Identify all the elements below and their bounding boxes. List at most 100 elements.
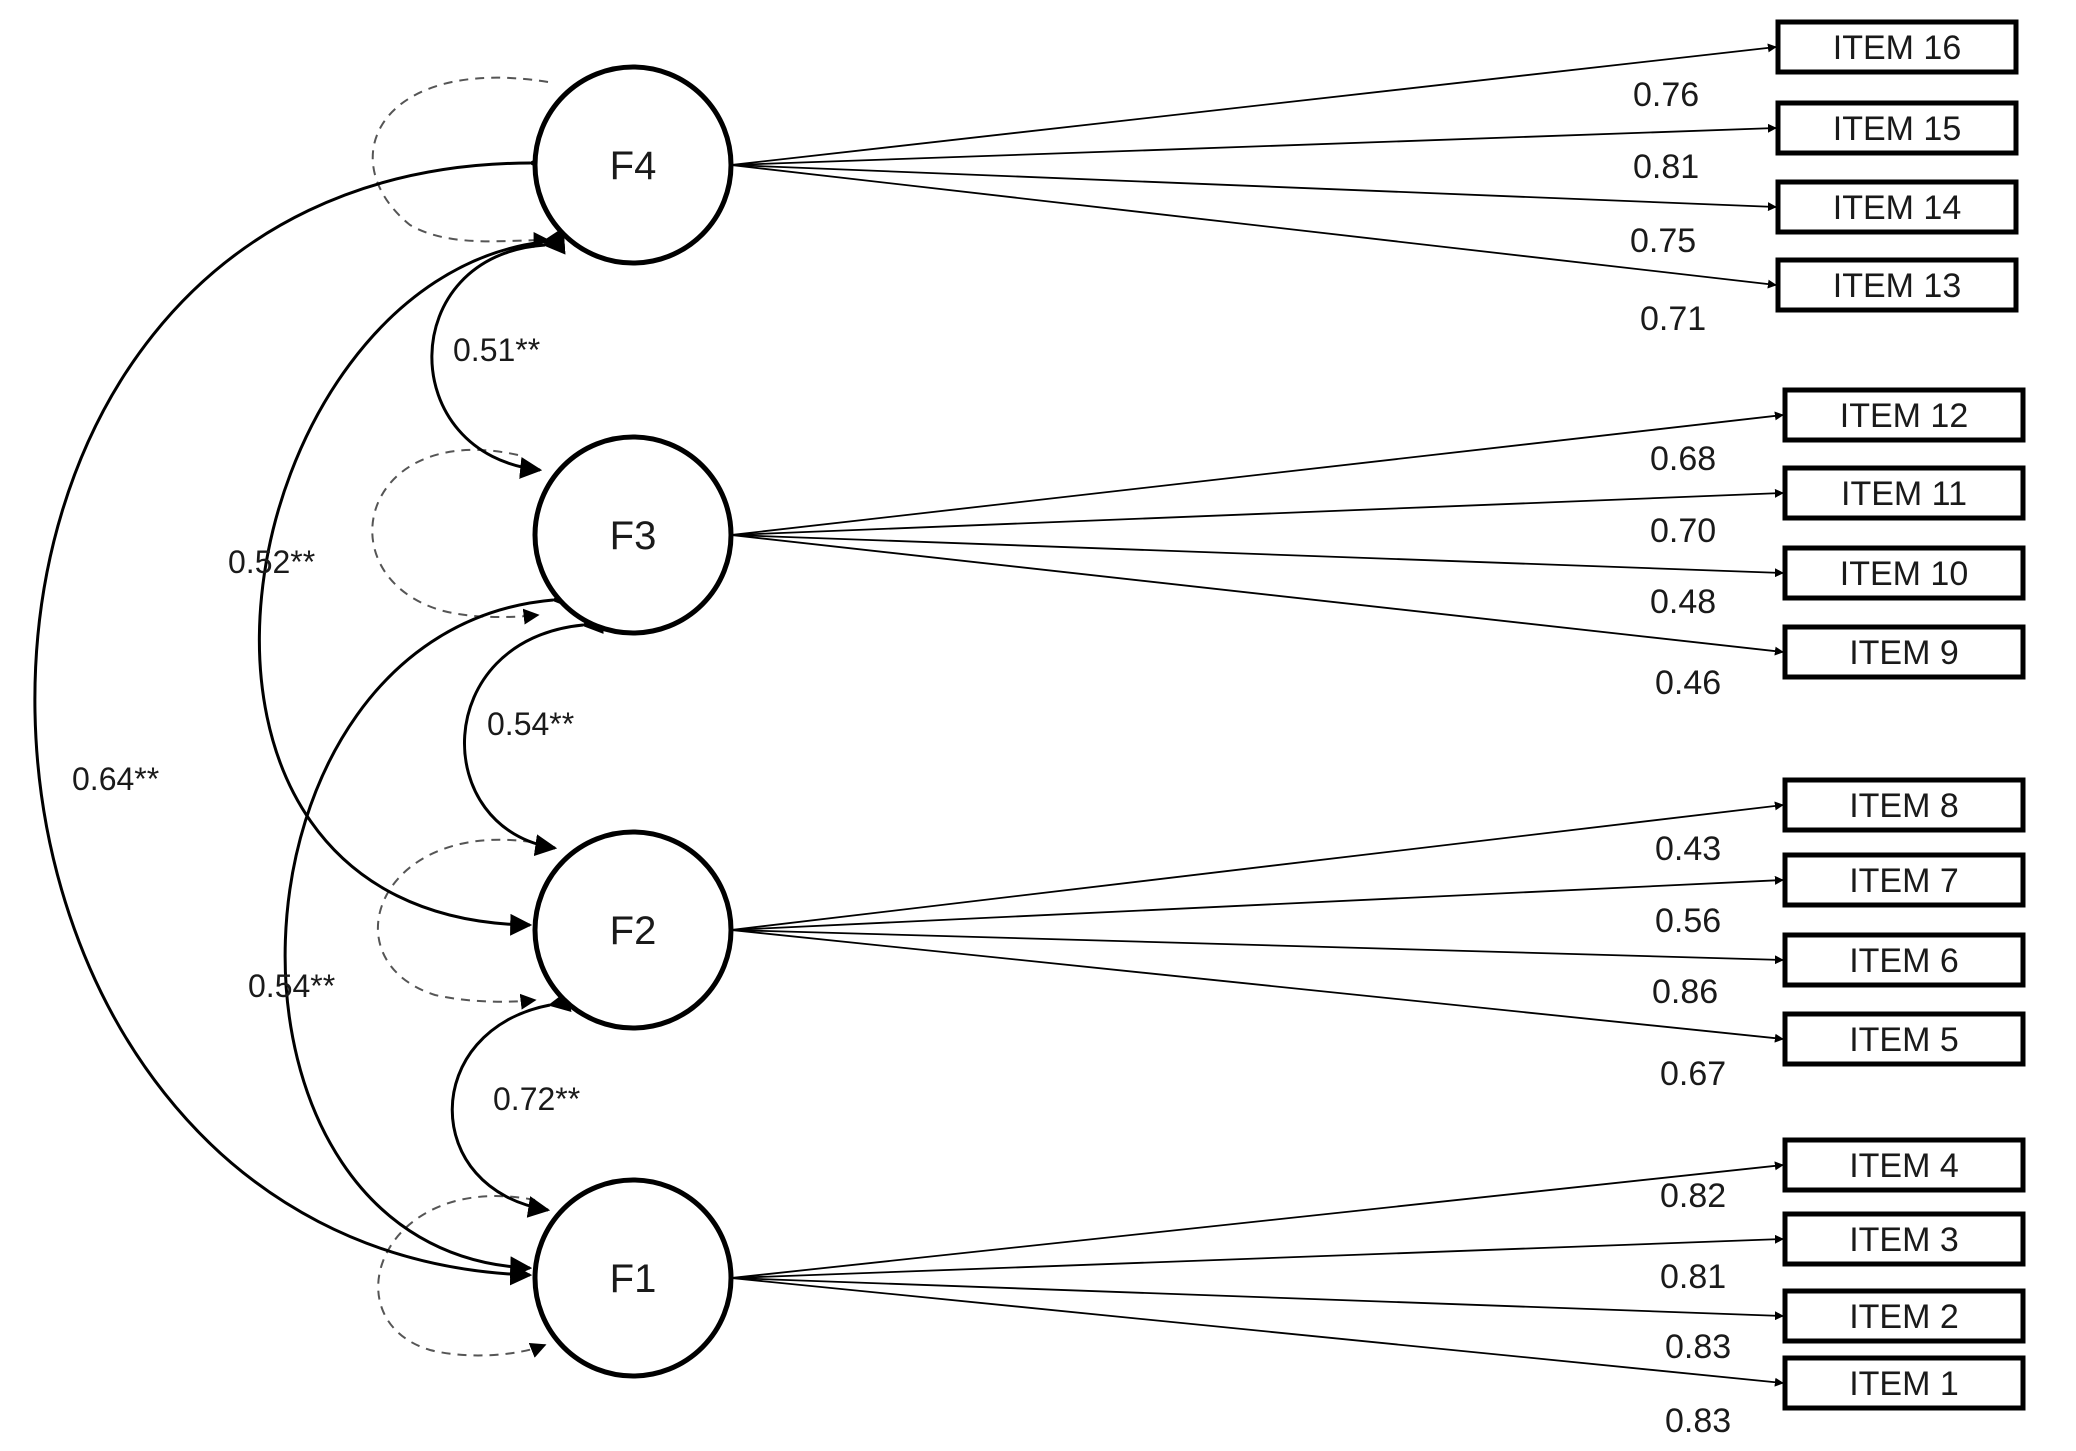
factor-label: F2 — [610, 909, 657, 953]
item-item-9: ITEM 9 — [1782, 624, 2026, 680]
corr-arc-f4-f3 — [430, 232, 566, 479]
item-item-2: ITEM 2 — [1782, 1288, 2026, 1344]
factor-f1: F1 — [532, 1177, 734, 1379]
loading-arrow-item-10 — [730, 534, 1784, 578]
loading-label-item-5: 0.67 — [1660, 1055, 1726, 1093]
item-box — [1782, 1288, 2026, 1344]
item-label: ITEM 5 — [1849, 1021, 1959, 1059]
item-box — [1782, 1211, 2026, 1267]
loading-label-item-14: 0.75 — [1630, 222, 1696, 260]
item-item-7: ITEM 7 — [1782, 852, 2026, 908]
loading-arrow-item-3 — [730, 1234, 1784, 1279]
corr-label-f4-f3: 0.51** — [453, 332, 540, 368]
loading-label-item-1: 0.83 — [1665, 1402, 1731, 1440]
loading-arrow-item-14 — [730, 164, 1777, 212]
factor-label: F1 — [610, 1257, 657, 1301]
item-box — [1775, 179, 2019, 235]
loading-label-item-12: 0.68 — [1650, 440, 1716, 478]
factor-f2: F2 — [532, 829, 734, 1031]
item-box — [1782, 1355, 2026, 1411]
loading-label-item-8: 0.43 — [1655, 830, 1721, 868]
loading-arrow-item-6 — [730, 929, 1784, 965]
item-box — [1782, 387, 2026, 443]
item-label: ITEM 10 — [1840, 555, 1968, 593]
loading-label-item-4: 0.82 — [1660, 1177, 1726, 1215]
corr-arc-f4-f2 — [257, 228, 564, 936]
corr-label-f3-f1: 0.54** — [248, 968, 335, 1004]
loading-arrow-item-12 — [730, 411, 1784, 536]
item-box — [1782, 624, 2026, 680]
corr-label-f4-f2: 0.52** — [228, 544, 315, 580]
item-item-10: ITEM 10 — [1782, 545, 2026, 601]
factor-label: F4 — [610, 144, 657, 188]
item-item-14: ITEM 14 — [1775, 179, 2019, 235]
corr-arc-f3-f1 — [283, 587, 574, 1279]
residual-loops — [371, 76, 550, 1358]
item-item-1: ITEM 1 — [1782, 1355, 2026, 1411]
factor-label: F3 — [610, 514, 657, 558]
loading-arrow-item-7 — [730, 875, 1784, 931]
item-label: ITEM 11 — [1841, 475, 1967, 513]
item-label: ITEM 7 — [1849, 862, 1959, 900]
correlation-arcs — [33, 151, 604, 1286]
item-label: ITEM 16 — [1833, 29, 1961, 67]
loading-arrow-item-2 — [730, 1277, 1784, 1321]
item-box — [1782, 932, 2026, 988]
factor-loading-arrows — [730, 43, 1784, 1387]
loading-label-item-9: 0.46 — [1655, 664, 1721, 702]
item-box — [1782, 1137, 2026, 1193]
loading-label-item-2: 0.83 — [1665, 1328, 1731, 1366]
factor-circle — [532, 434, 734, 636]
factor-f4: F4 — [532, 64, 734, 266]
corr-label-f3-f2: 0.54** — [487, 706, 574, 742]
item-item-6: ITEM 6 — [1782, 932, 2026, 988]
corr-arc-f3-f2 — [463, 612, 604, 857]
residual-loop-f3 — [371, 448, 540, 625]
residual-loop-f2 — [376, 838, 549, 1010]
item-box — [1775, 257, 2019, 313]
item-label: ITEM 8 — [1849, 787, 1959, 825]
item-box — [1775, 100, 2019, 156]
item-item-5: ITEM 5 — [1782, 1011, 2026, 1067]
loading-arrow-item-4 — [730, 1161, 1784, 1279]
loading-arrow-item-16 — [730, 43, 1777, 166]
loading-arrow-item-13 — [730, 164, 1777, 289]
loading-label-item-13: 0.71 — [1640, 300, 1706, 338]
item-box — [1782, 465, 2026, 521]
loading-arrow-item-5 — [730, 929, 1784, 1043]
corr-arc-f2-f1 — [450, 990, 572, 1218]
item-label: ITEM 14 — [1833, 189, 1961, 227]
item-item-3: ITEM 3 — [1782, 1211, 2026, 1267]
factor-f3: F3 — [532, 434, 734, 636]
loading-arrow-item-8 — [730, 801, 1784, 931]
item-item-15: ITEM 15 — [1775, 100, 2019, 156]
loading-label-item-6: 0.86 — [1652, 973, 1718, 1011]
item-label: ITEM 4 — [1849, 1147, 1959, 1185]
residual-loop-f1 — [377, 1195, 547, 1358]
item-label: ITEM 15 — [1833, 110, 1961, 148]
item-label: ITEM 13 — [1833, 267, 1961, 305]
item-box — [1782, 777, 2026, 833]
corr-label-f2-f1: 0.72** — [493, 1081, 580, 1117]
item-item-13: ITEM 13 — [1775, 257, 2019, 313]
loading-label-item-15: 0.81 — [1633, 148, 1699, 186]
item-item-16: ITEM 16 — [1775, 19, 2019, 75]
corr-arc-f4-f1 — [33, 151, 550, 1286]
item-label: ITEM 12 — [1840, 397, 1968, 435]
item-item-4: ITEM 4 — [1782, 1137, 2026, 1193]
corr-label-f4-f1: 0.64** — [72, 761, 159, 797]
loading-label-item-3: 0.81 — [1660, 1258, 1726, 1296]
item-label: ITEM 9 — [1849, 634, 1959, 672]
loading-label-item-10: 0.48 — [1650, 583, 1716, 621]
loading-label-item-16: 0.76 — [1633, 76, 1699, 114]
item-box — [1782, 1011, 2026, 1067]
item-box — [1782, 545, 2026, 601]
factor-circle — [532, 1177, 734, 1379]
loading-arrow-item-9 — [730, 534, 1784, 656]
item-label: ITEM 3 — [1849, 1221, 1959, 1259]
loading-arrow-item-11 — [730, 488, 1784, 536]
loading-arrow-item-15 — [730, 123, 1777, 166]
